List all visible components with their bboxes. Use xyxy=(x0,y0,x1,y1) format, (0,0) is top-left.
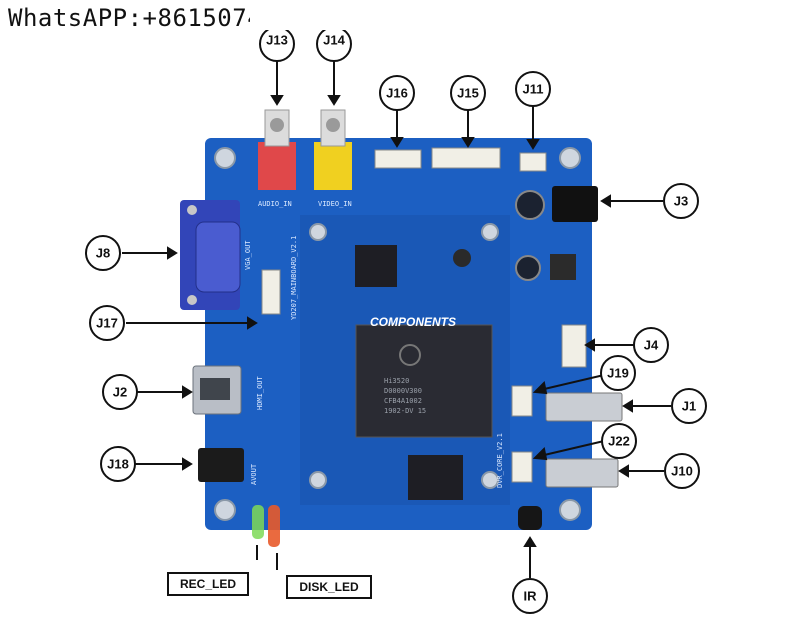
disk-led-label: DISK_LED xyxy=(299,580,359,594)
avout-label: AVOUT xyxy=(250,463,258,485)
callout-j15: J15 xyxy=(457,86,479,101)
callout-j17: J17 xyxy=(96,316,118,331)
hdmi-out-label: HDMI_OUT xyxy=(256,375,264,410)
vga-out-label: VGA_OUT xyxy=(244,240,252,270)
rec-led-box xyxy=(167,572,249,596)
callout-j22: J22 xyxy=(608,434,630,449)
top-crop xyxy=(250,0,360,30)
ir-receiver xyxy=(518,506,542,530)
callout-j2: J2 xyxy=(113,385,127,400)
inductor-small xyxy=(453,249,471,267)
callout-j16: J16 xyxy=(386,86,408,101)
callout-j3: J3 xyxy=(674,194,688,209)
callout-arrows xyxy=(122,60,671,578)
mounting-holes xyxy=(214,147,581,521)
callout-j18: J18 xyxy=(107,457,129,472)
callout-j4: J4 xyxy=(644,338,659,353)
connector-j15 xyxy=(431,147,501,169)
vga-connector xyxy=(180,200,241,310)
video-in-label: VIDEO_IN xyxy=(318,200,352,208)
callout-j19: J19 xyxy=(607,366,629,381)
rca-yellow-jack xyxy=(314,109,352,190)
dvr-core-label: DVR_CORE_V2.1 xyxy=(496,433,504,488)
hdmi-port-opening xyxy=(200,378,230,400)
capacitor-1 xyxy=(515,190,545,220)
rec-led xyxy=(252,505,264,539)
disk-led xyxy=(268,505,280,547)
callout-circles xyxy=(85,26,707,614)
rec-led-label: REC_LED xyxy=(180,577,236,591)
dc-jack xyxy=(552,186,598,222)
usb-port-j10 xyxy=(545,458,619,488)
callout-ir: IR xyxy=(524,589,538,604)
flash-chip xyxy=(408,455,463,500)
callout-j14: J14 xyxy=(323,33,345,48)
callout-j1: J1 xyxy=(682,399,696,414)
mainboard-label: YD207_MAINBOARD_V2.1 xyxy=(290,236,298,320)
callout-j10: J10 xyxy=(671,464,693,479)
chip-line-3: CFB4A1002 xyxy=(384,397,422,405)
usb-port-j1 xyxy=(545,392,623,422)
connector-j4 xyxy=(561,324,587,368)
callout-j11: J11 xyxy=(523,82,544,97)
connector-j22 xyxy=(511,451,533,483)
connector-j19 xyxy=(511,385,533,417)
connector-j17 xyxy=(261,269,281,315)
chip-line-1: Hi3520 xyxy=(384,377,409,385)
callout-j13: J13 xyxy=(266,33,288,48)
disk-led-box xyxy=(286,575,372,599)
connector-j11 xyxy=(519,152,547,172)
connector-j16 xyxy=(374,149,422,169)
chip-line-4: 1902-DV 15 xyxy=(384,407,426,415)
audio-in-label: AUDIO_IN xyxy=(258,200,292,208)
memory-chip xyxy=(355,245,397,287)
soc-logo xyxy=(399,344,421,366)
inductor xyxy=(550,254,576,280)
main-soc-chip xyxy=(355,324,493,438)
components-watermark: COMPONENTS xyxy=(370,315,456,329)
rca-red-jack xyxy=(258,109,296,190)
capacitor-2 xyxy=(515,255,541,281)
audio-jack xyxy=(198,448,244,482)
callout-j8: J8 xyxy=(96,246,110,261)
chip-line-2: D0000V300 xyxy=(384,387,422,395)
